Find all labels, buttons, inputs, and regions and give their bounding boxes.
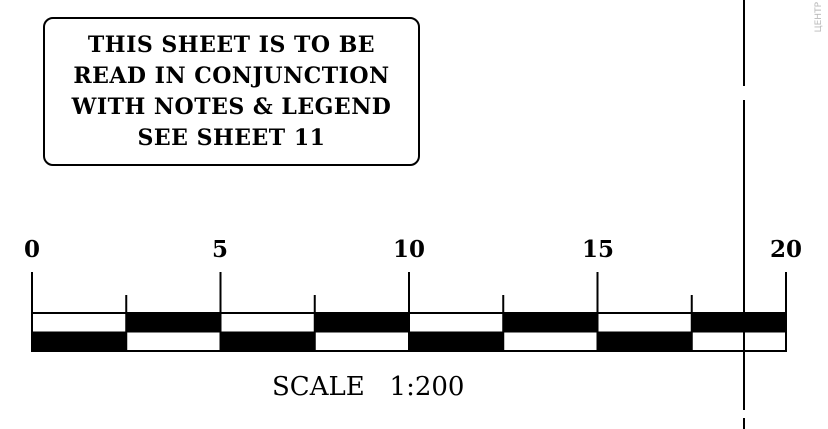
scale-label-20: 20 [770,236,802,263]
note-line-2: READ IN CONJUNCTION [73,62,390,89]
scale-segment [409,332,504,351]
scale-label-10: 10 [393,236,425,263]
scale-segment [126,313,221,332]
scale-segment [314,313,409,332]
edge-text: ЦЕНТР [814,2,824,33]
note-line-4: SEE SHEET 11 [137,124,326,151]
scale-label-0: 0 [24,236,40,263]
scale-label-5: 5 [212,236,228,263]
note-box: THIS SHEET IS TO BE READ IN CONJUNCTION … [43,17,420,166]
scale-segment [597,332,692,351]
scale-title: SCALE 1:200 [272,372,465,402]
note-line-3: WITH NOTES & LEGEND [71,93,392,120]
scale-segment [220,332,315,351]
scale-segments [32,313,786,351]
scale-bar-outline [31,312,787,352]
note-line-1: THIS SHEET IS TO BE [87,31,376,58]
scale-label-15: 15 [582,236,614,263]
scale-segment [691,313,786,332]
scale-segment [503,313,598,332]
scale-segment [32,332,127,351]
